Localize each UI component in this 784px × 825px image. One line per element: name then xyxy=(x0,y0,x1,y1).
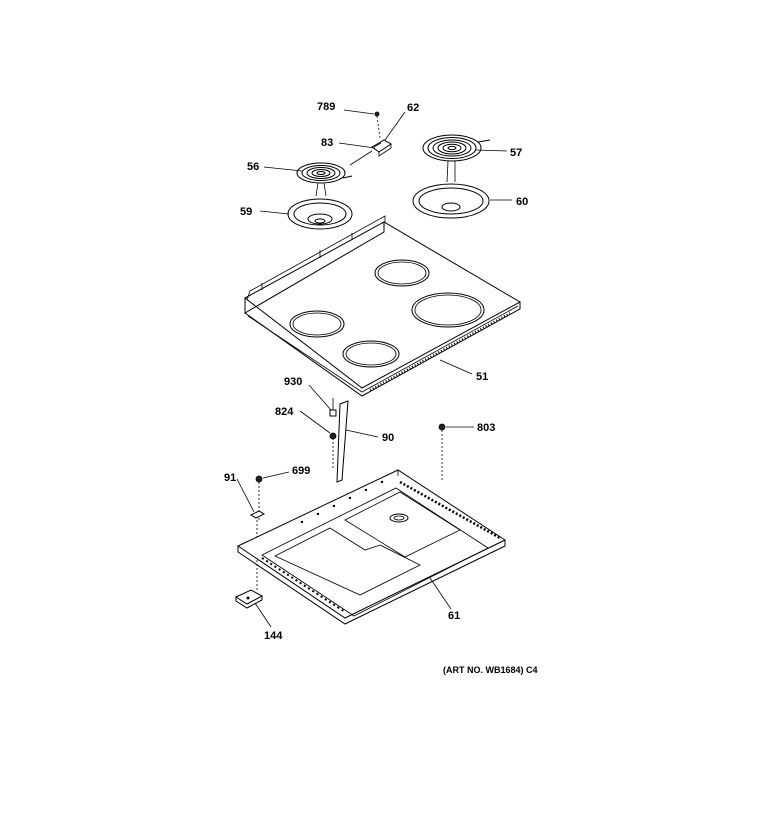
small-surface-unit xyxy=(296,162,353,197)
bracket-144 xyxy=(234,589,264,609)
label-803: 803 xyxy=(477,422,495,434)
label-61: 61 xyxy=(448,610,460,622)
label-144: 144 xyxy=(264,630,283,642)
terminal-block-assembly xyxy=(349,111,392,166)
art-number-caption: (ART NO. WB1684) C4 xyxy=(443,665,538,675)
label-60: 60 xyxy=(516,196,528,208)
top-support-rod xyxy=(329,398,349,483)
label-59: 59 xyxy=(240,206,252,218)
cooktop-main-top xyxy=(244,215,522,397)
clip-91 xyxy=(249,510,266,590)
burner-box xyxy=(236,469,507,625)
large-drip-pan xyxy=(412,183,490,219)
screw-699 xyxy=(255,475,263,520)
label-56: 56 xyxy=(247,161,259,173)
label-789: 789 xyxy=(317,101,335,113)
part-labels: 789 62 83 56 57 59 60 51 930 824 90 803 … xyxy=(224,101,538,675)
leader-lines xyxy=(236,109,512,628)
label-57: 57 xyxy=(510,147,522,159)
label-83: 83 xyxy=(321,137,333,149)
label-824: 824 xyxy=(275,406,294,418)
label-51: 51 xyxy=(476,371,488,383)
label-90: 90 xyxy=(382,432,394,444)
large-surface-unit xyxy=(422,134,491,183)
label-930: 930 xyxy=(284,376,302,388)
small-drip-pan xyxy=(287,198,353,230)
label-62: 62 xyxy=(407,102,419,114)
screw-803 xyxy=(438,423,446,480)
label-699: 699 xyxy=(292,465,310,477)
label-91: 91 xyxy=(224,472,236,484)
